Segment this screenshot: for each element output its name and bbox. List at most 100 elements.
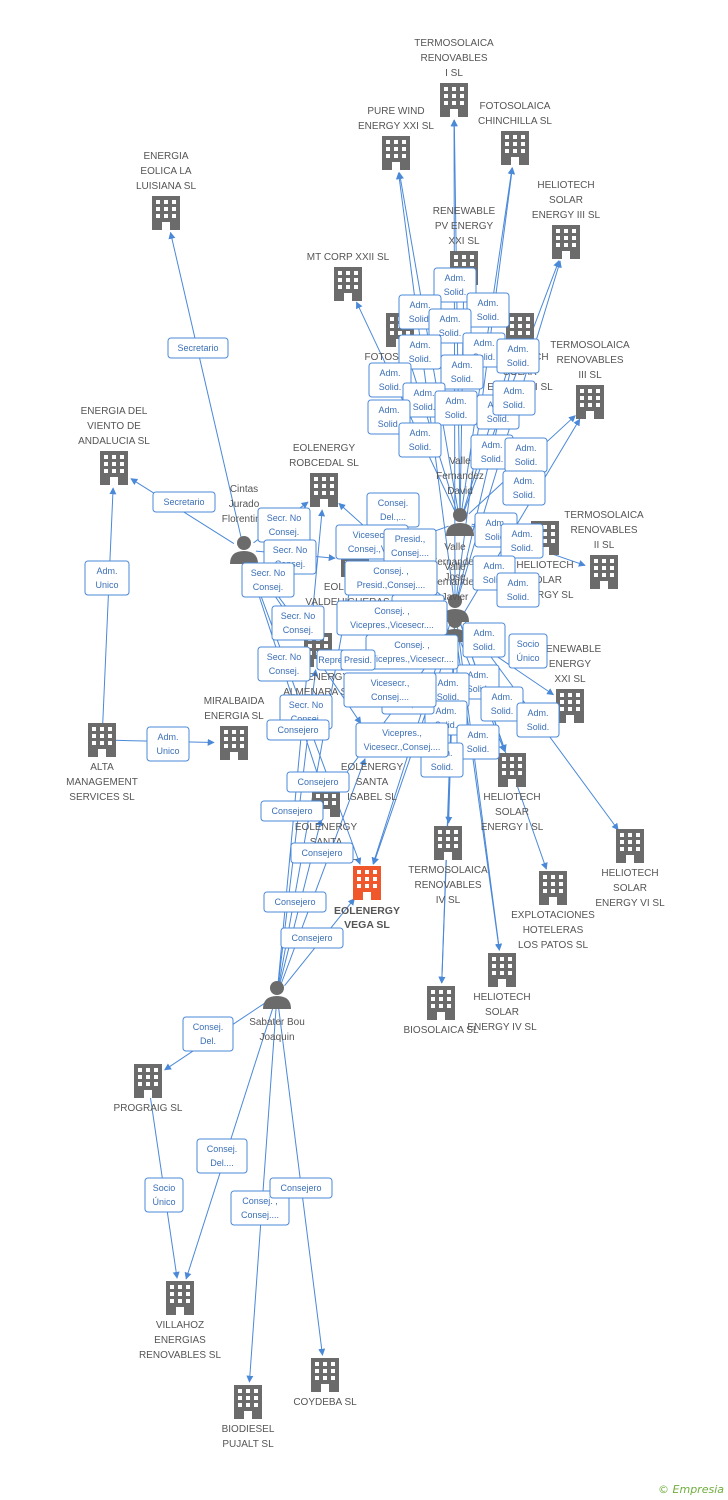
relation-label[interactable]: Consej.Del. xyxy=(182,1016,234,1052)
company-node[interactable]: BIOSOLAICA SL xyxy=(403,986,479,1036)
relation-label[interactable]: Adm.Solid. xyxy=(480,686,524,722)
relation-label[interactable]: Adm.Solid. xyxy=(466,292,510,328)
relation-box xyxy=(398,334,442,370)
relation-label[interactable]: Adm.Solid. xyxy=(433,267,477,303)
relation-label[interactable]: Adm.Solid. xyxy=(462,622,506,658)
relation-label[interactable]: Adm.Solid. xyxy=(516,702,560,738)
relation-label[interactable]: Consejero xyxy=(290,842,354,864)
relation-box xyxy=(433,267,477,303)
relation-box xyxy=(496,338,540,374)
relation-label[interactable]: Consej.Del.,... xyxy=(366,492,420,528)
relation-label[interactable]: Presid. xyxy=(340,649,376,671)
relation-label[interactable]: Adm.Unico xyxy=(146,726,190,762)
relation-label[interactable]: Adm.Solid. xyxy=(496,338,540,374)
relation-box xyxy=(398,422,442,458)
company-name: SOLAR xyxy=(528,575,562,586)
relation-label[interactable]: Consejero xyxy=(263,891,327,913)
relation-label[interactable]: Adm.Solid. xyxy=(496,572,540,608)
relation-label[interactable]: Adm.Solid. xyxy=(456,724,500,760)
person-name: Jurado xyxy=(229,499,260,510)
relation-text: Solid. xyxy=(507,358,530,368)
company-name: III SL xyxy=(578,370,602,381)
relation-box xyxy=(167,337,229,359)
company-node[interactable]: COYDEBA SL xyxy=(293,1358,357,1408)
relation-text: Adm. xyxy=(467,670,488,680)
company-name: IV SL xyxy=(436,895,461,906)
company-node[interactable]: MT CORP XXII SL xyxy=(307,252,390,301)
relation-text: Adm. xyxy=(445,396,466,406)
relation-label[interactable]: Vicepres.,Vicesecr.,Consej.... xyxy=(355,722,449,758)
brand-logo[interactable]: Empresia xyxy=(672,1483,724,1496)
relation-label[interactable]: Adm.Unico xyxy=(84,560,130,596)
relation-label[interactable]: Secretario xyxy=(152,491,216,513)
relation-label[interactable]: Adm.Solid. xyxy=(368,362,412,398)
relation-label[interactable]: Adm.Solid. xyxy=(504,437,548,473)
relation-label[interactable]: Vicesecr.,Consej.... xyxy=(343,672,437,708)
relation-label[interactable]: Presid.,Consej.... xyxy=(383,528,437,564)
relation-label[interactable]: Adm.Solid. xyxy=(398,422,442,458)
relation-label[interactable]: Adm.Solid. xyxy=(434,390,478,426)
relation-label[interactable]: Consejero xyxy=(266,719,330,741)
relation-label[interactable]: Consej. ,Vicepres.,Vicesecr.... xyxy=(365,634,459,670)
relation-label[interactable]: Adm.Solid. xyxy=(492,380,536,416)
relation-label[interactable]: Consejero xyxy=(286,771,350,793)
company-name: TERMOSOLAICA xyxy=(408,865,488,876)
relation-text: Adm. xyxy=(409,340,430,350)
relation-label[interactable]: Consej. ,Vicepres.,Vicesecr.... xyxy=(336,600,448,636)
relation-label[interactable]: Adm.Solid. xyxy=(500,523,544,559)
relation-label[interactable]: Consej.Del.... xyxy=(196,1138,248,1174)
relation-label[interactable]: Adm.Solid. xyxy=(502,470,546,506)
relation-text: Consej.... xyxy=(391,548,429,558)
relation-label[interactable]: Adm.Solid. xyxy=(440,354,484,390)
company-name: ISABEL SL xyxy=(347,792,397,803)
relation-label[interactable]: Consejero xyxy=(280,927,344,949)
relation-label[interactable]: Secretario xyxy=(167,337,229,359)
relation-text: Del.... xyxy=(210,1158,234,1168)
company-node[interactable]: PROGRAIG SL xyxy=(114,1064,183,1114)
relation-label[interactable]: Consejero xyxy=(260,800,324,822)
company-name: BIODIESEL xyxy=(222,1424,275,1435)
relation-label[interactable]: Consejero xyxy=(269,1177,333,1199)
relation-label[interactable]: Adm.Solid. xyxy=(428,308,472,344)
relation-text: Consej.... xyxy=(371,692,409,702)
relation-label[interactable]: Consej. ,Consej.... xyxy=(230,1190,290,1226)
relation-label[interactable]: Adm.Solid. xyxy=(398,334,442,370)
relation-text: Adm. xyxy=(511,529,532,539)
relation-label[interactable]: Consej. ,Presid.,Consej.... xyxy=(344,560,438,596)
